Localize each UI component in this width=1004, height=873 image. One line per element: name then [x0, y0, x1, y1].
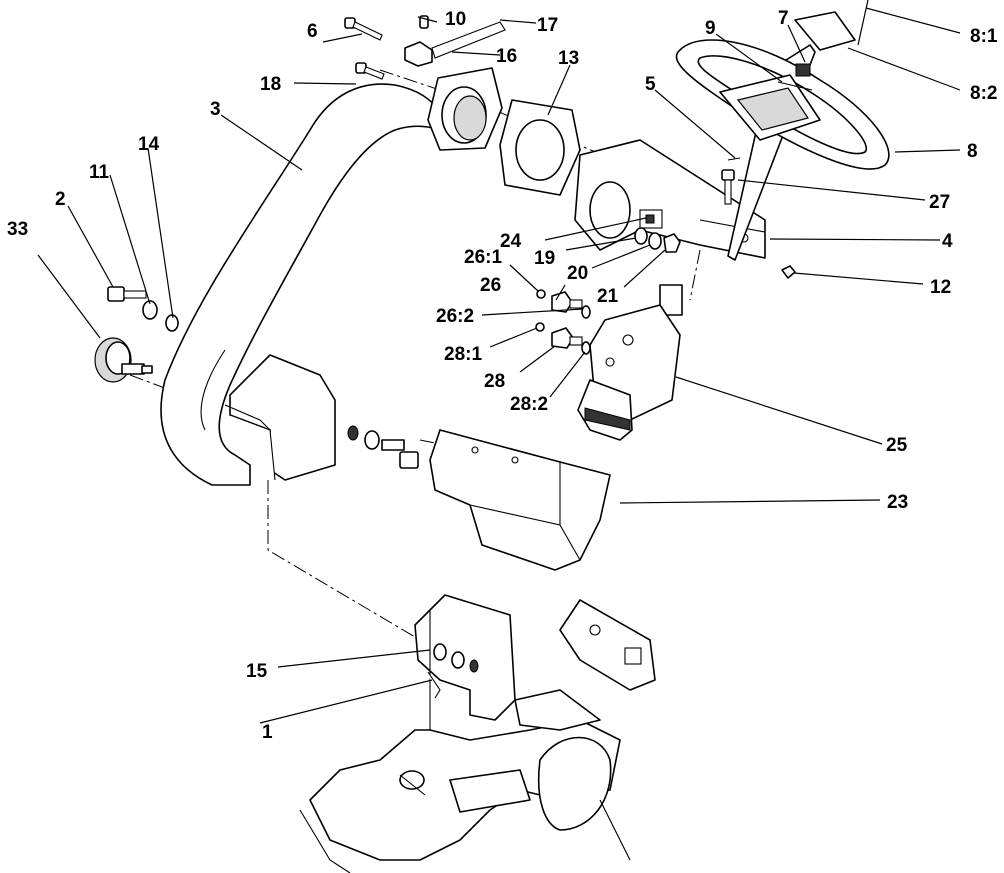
callout-9: 9	[705, 18, 716, 39]
callout-10: 10	[445, 9, 466, 30]
screw-8-1	[857, 0, 869, 46]
callout-6: 6	[307, 21, 318, 42]
callout-8: 8	[967, 141, 978, 162]
callout-28: 28	[484, 371, 505, 392]
callout-18: 18	[260, 74, 281, 95]
lower-cover	[224, 354, 336, 481]
bolt-18	[355, 62, 385, 80]
screw-12	[781, 265, 796, 279]
callout-26: 26	[480, 275, 501, 296]
column-bracket	[574, 139, 766, 259]
cover-hardware	[347, 425, 419, 469]
bolt-6	[344, 17, 383, 41]
frame-assembly	[299, 594, 656, 873]
callout-2: 2	[55, 189, 66, 210]
callout-27: 27	[929, 192, 950, 213]
callout-12: 12	[930, 277, 951, 298]
knob-33	[94, 337, 153, 383]
nut-7	[795, 63, 811, 77]
callout-1: 1	[262, 722, 273, 743]
callout-8-1: 8:1	[970, 26, 998, 47]
callout-17: 17	[537, 15, 558, 36]
tower-plate-13	[499, 99, 581, 196]
callout-7: 7	[778, 8, 789, 29]
spacer-14	[165, 314, 179, 332]
callout-28-1: 28:1	[444, 344, 482, 365]
callout-14: 14	[138, 134, 160, 155]
callout-16: 16	[496, 46, 517, 67]
washer-19	[634, 227, 648, 245]
washer-9	[777, 81, 813, 91]
steering-unit	[577, 284, 683, 441]
pin-10-16-17	[404, 15, 506, 67]
callout-labels: 1 2 3 4 5 6 7 8 8:1 8:2 9 10 11 12 13 14…	[7, 8, 998, 743]
washer-20	[648, 232, 662, 250]
callout-4: 4	[942, 231, 953, 252]
steering-wheel	[675, 39, 890, 170]
callout-25: 25	[886, 435, 908, 456]
lower-steering-cover	[429, 429, 611, 571]
fastener-24	[645, 214, 655, 224]
callout-8-2: 8:2	[970, 83, 997, 104]
frame-hardware	[427, 643, 479, 699]
callout-3: 3	[210, 99, 221, 120]
callout-26-1: 26:1	[464, 247, 502, 268]
callout-21: 21	[597, 286, 619, 307]
callout-26-2: 26:2	[436, 306, 474, 327]
callout-11: 11	[89, 162, 110, 183]
callout-20: 20	[567, 263, 588, 284]
callout-28-2: 28:2	[510, 394, 548, 415]
callout-19: 19	[534, 248, 555, 269]
callout-5: 5	[645, 74, 656, 95]
washer-11	[142, 300, 158, 320]
callout-13: 13	[558, 48, 579, 69]
fitting-26	[536, 289, 591, 319]
callout-15: 15	[246, 661, 268, 682]
wheel-cap-8-2	[794, 11, 856, 51]
callout-33: 33	[7, 219, 28, 240]
bolt-2	[107, 286, 147, 302]
bolt-27	[721, 169, 735, 205]
callout-23: 23	[887, 492, 908, 513]
leader-lines	[37, 7, 961, 724]
tower-plate-left	[427, 67, 503, 151]
nut-21	[663, 233, 681, 253]
fitting-28	[535, 322, 591, 355]
callout-24: 24	[500, 231, 522, 252]
